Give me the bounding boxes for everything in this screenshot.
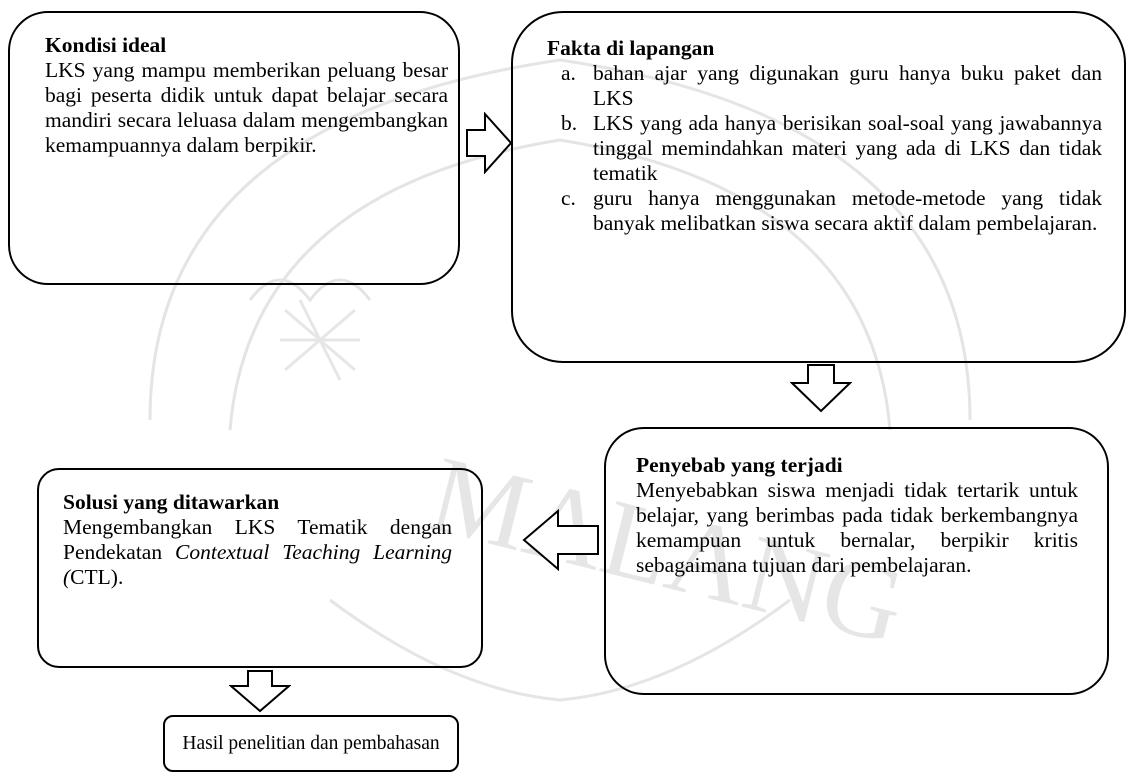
fakta-list: a. bahan ajar yang digunakan guru hanya … — [547, 61, 1102, 236]
fakta-title: Fakta di lapangan — [547, 36, 715, 60]
fakta-item-text: bahan ajar yang digunakan guru hanya buk… — [593, 61, 1102, 110]
solusi-box: Solusi yang ditawarkan Mengembangkan LKS… — [37, 468, 483, 668]
fakta-item-text: guru hanya menggunakan metode-metode yan… — [593, 186, 1102, 235]
solusi-text-prefix: Mengembangkan LKS Tematik dengan Pendeka… — [63, 515, 452, 564]
arrow-right-icon — [466, 112, 513, 174]
fakta-item: b. LKS yang ada hanya berisikan soal-soa… — [547, 111, 1102, 186]
fakta-item: c. guru hanya menggunakan metode-metode … — [547, 186, 1102, 236]
hasil-label: Hasil penelitian dan pembahasan — [182, 733, 440, 754]
hasil-box: Hasil penelitian dan pembahasan — [163, 715, 459, 772]
fakta-item: a. bahan ajar yang digunakan guru hanya … — [547, 61, 1102, 111]
fakta-item-marker: c. — [561, 186, 576, 210]
solusi-text-italic: Contextual Teaching Learning ( — [63, 540, 452, 589]
fakta-item-marker: a. — [561, 61, 576, 85]
solusi-text: Mengembangkan LKS Tematik dengan Pendeka… — [63, 515, 452, 590]
penyebab-box: Penyebab yang terjadi Menyebabkan siswa … — [604, 427, 1109, 695]
arrow-left-icon — [522, 509, 599, 571]
fakta-di-lapangan-box: Fakta di lapangan a. bahan ajar yang dig… — [511, 11, 1126, 363]
kondisi-ideal-title: Kondisi ideal — [45, 33, 167, 57]
penyebab-title: Penyebab yang terjadi — [636, 453, 843, 477]
kondisi-ideal-text: LKS yang mampu memberikan peluang besar … — [45, 58, 448, 157]
solusi-title: Solusi yang ditawarkan — [63, 490, 280, 514]
arrow-down-icon — [790, 364, 852, 413]
solusi-text-suffix: CTL). — [70, 565, 124, 589]
kondisi-ideal-box: Kondisi ideal LKS yang mampu memberikan … — [8, 11, 460, 285]
fakta-item-marker: b. — [561, 111, 578, 135]
arrow-down-icon — [229, 670, 291, 713]
penyebab-text: Menyebabkan siswa menjadi tidak tertarik… — [636, 478, 1078, 577]
fakta-item-text: LKS yang ada hanya berisikan soal-soal y… — [593, 111, 1102, 185]
